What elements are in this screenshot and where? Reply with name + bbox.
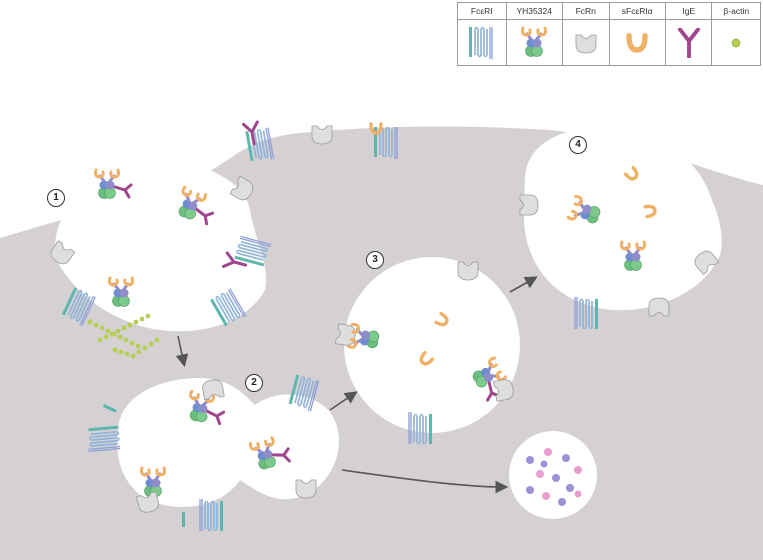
legend-label: YH35324	[507, 3, 562, 20]
legend-label: FcRn	[563, 3, 609, 20]
legend-label: FcεRI	[458, 3, 506, 20]
step-marker: 2	[245, 374, 263, 392]
sfceri-alpha-icon	[610, 20, 665, 65]
endosome-4	[524, 128, 722, 310]
legend-item-ige: IgE	[666, 3, 713, 65]
legend-label: IgE	[666, 3, 712, 20]
step-marker: 1	[47, 189, 65, 207]
legend-item-fcrn: FcRn	[563, 3, 610, 65]
ige-antibody-icon	[666, 20, 712, 65]
yh35324-molecule-icon	[507, 20, 562, 65]
legend-item-fceri: FcεRI	[458, 3, 507, 65]
beta-actin-icon	[712, 20, 760, 65]
step-marker: 3	[366, 251, 384, 269]
legend-label: sFcεRIα	[610, 3, 665, 20]
legend-item-beta-actin: β-actin	[712, 3, 760, 65]
legend-item-sfceri-alpha: sFcεRIα	[610, 3, 666, 65]
legend-label: β-actin	[712, 3, 760, 20]
fceri-receptor-icon	[458, 20, 506, 65]
legend-item-yh35324: YH35324	[507, 3, 563, 65]
legend: FcεRI YH35324 FcRn sFcεRIα IgE	[457, 2, 761, 66]
lysosome	[509, 431, 597, 519]
step-marker: 4	[569, 136, 587, 154]
fcrn-receptor-icon	[563, 20, 609, 65]
